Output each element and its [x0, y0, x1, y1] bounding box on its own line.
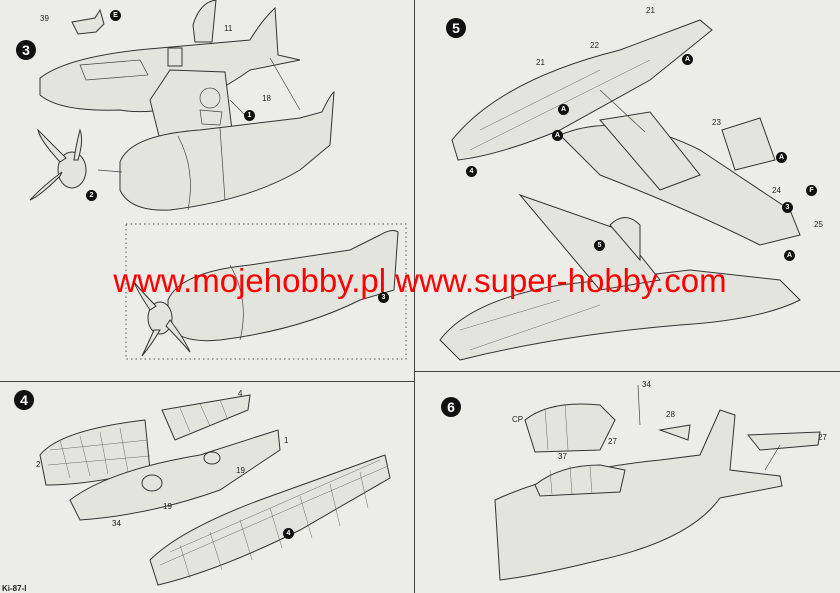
part-label: 34 [112, 519, 121, 528]
part-marker: A [558, 104, 569, 115]
part-label: 28 [666, 410, 675, 419]
part-label: 27 [608, 437, 617, 446]
part-marker: 5 [594, 240, 605, 251]
footer-model-name: Ki-87-I [2, 584, 27, 593]
part-label: 2 [36, 460, 41, 469]
part-marker: F [806, 185, 817, 196]
part-label: 22 [590, 41, 599, 50]
panel-divider-right [414, 371, 840, 372]
part-label: 21 [646, 6, 655, 15]
part-label: 23 [712, 118, 721, 127]
step5-drawing [439, 19, 801, 361]
part-label: 34 [642, 380, 651, 389]
part-label: 1 [284, 436, 289, 445]
step-3-badge: 3 [16, 40, 36, 60]
part-label: 18 [262, 94, 271, 103]
part-label: 25 [814, 220, 823, 229]
step6-drawing [494, 384, 821, 581]
part-label: 19 [163, 502, 172, 511]
part-marker: E [110, 10, 121, 21]
step-6-badge: 6 [441, 397, 461, 417]
panel-divider-vertical [414, 0, 415, 593]
step-4-badge: 4 [14, 390, 34, 410]
step3-assembled-drawing [133, 230, 399, 357]
step3-drawing [29, 0, 335, 211]
part-label: 4 [238, 389, 243, 398]
step-5-badge: 5 [446, 18, 466, 38]
part-marker: 2 [86, 190, 97, 201]
watermark-text: www.mojehobby.pl www.super-hobby.com [113, 262, 727, 299]
part-marker: A [784, 250, 795, 261]
step4-drawing [39, 394, 391, 586]
part-marker: 3 [782, 202, 793, 213]
part-label: 37 [558, 452, 567, 461]
part-label: 39 [40, 14, 49, 23]
part-marker: 1 [244, 110, 255, 121]
part-label: 19 [236, 466, 245, 475]
part-label: 11 [224, 24, 233, 33]
part-marker: A [776, 152, 787, 163]
part-marker: A [552, 130, 563, 141]
part-marker: 4 [466, 166, 477, 177]
part-label: CP [512, 415, 524, 424]
panel-divider-left [0, 381, 414, 382]
part-marker: A [682, 54, 693, 65]
part-label: 24 [772, 186, 781, 195]
part-marker: 3 [378, 292, 389, 303]
part-label: 27 [818, 433, 827, 442]
part-label: 21 [536, 58, 545, 67]
part-marker: 4 [283, 528, 294, 539]
